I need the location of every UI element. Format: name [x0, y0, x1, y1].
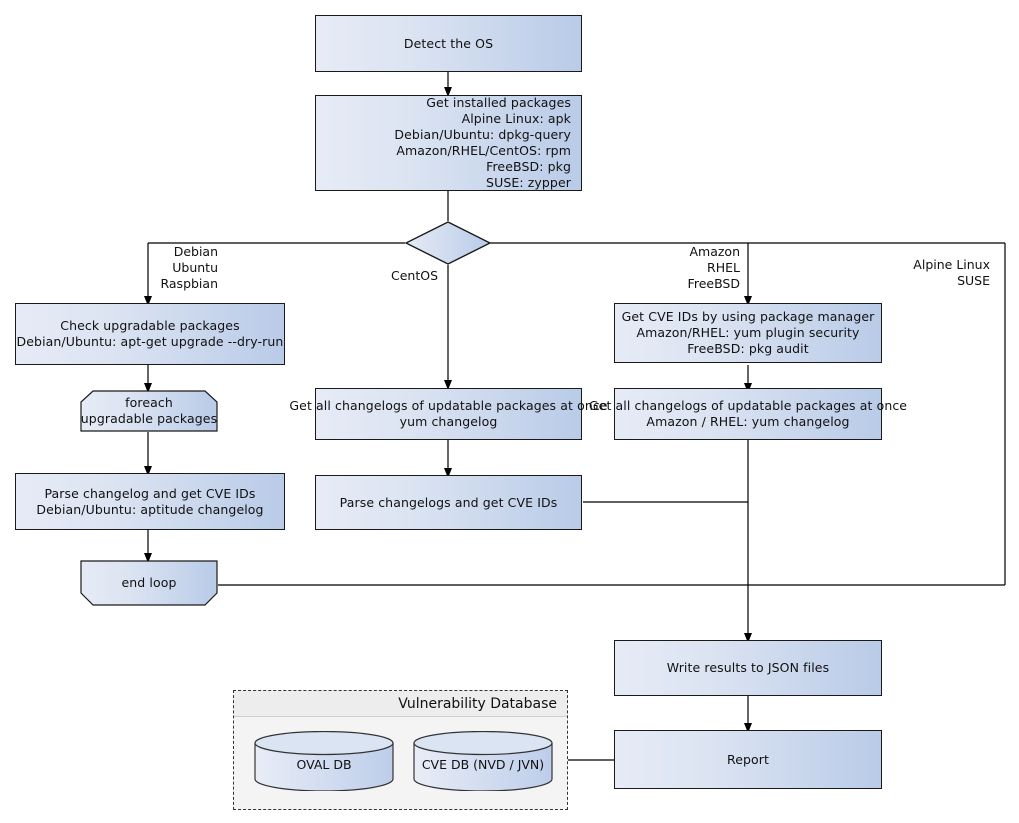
node-label: end loop: [121, 575, 177, 590]
node-os-decision[interactable]: [404, 221, 492, 265]
node-end-loop[interactable]: end loop: [80, 560, 218, 606]
vulnerability-database-group: Vulnerability Database OVAL DB: [233, 690, 568, 810]
database-cve[interactable]: CVE DB (NVD / JVN): [413, 730, 553, 792]
node-label-multiline: Get all changelogs of updatable packages…: [289, 398, 608, 429]
node-label-multiline: Get all changelogs of updatable packages…: [588, 398, 908, 429]
node-label: Detect the OS: [403, 35, 494, 51]
node-write-results[interactable]: Write results to JSON files: [614, 640, 882, 696]
node-report[interactable]: Report: [614, 730, 882, 789]
vulnerability-database-title: Vulnerability Database: [234, 691, 567, 717]
branch-label-centos: CentOS: [390, 268, 438, 283]
node-get-changelogs-rhel[interactable]: Get all changelogs of updatable packages…: [589, 388, 907, 440]
node-label: Parse changelogs and get CVE IDs: [339, 494, 558, 510]
node-parse-changelogs-centos[interactable]: Parse changelogs and get CVE IDs: [315, 475, 582, 530]
node-label: Write results to JSON files: [666, 660, 830, 675]
node-label: Report: [726, 751, 770, 767]
node-detect-os[interactable]: Detect the OS: [315, 15, 582, 72]
node-get-changelogs-centos[interactable]: Get all changelogs of updatable packages…: [289, 388, 608, 440]
database-oval[interactable]: OVAL DB: [254, 730, 394, 792]
